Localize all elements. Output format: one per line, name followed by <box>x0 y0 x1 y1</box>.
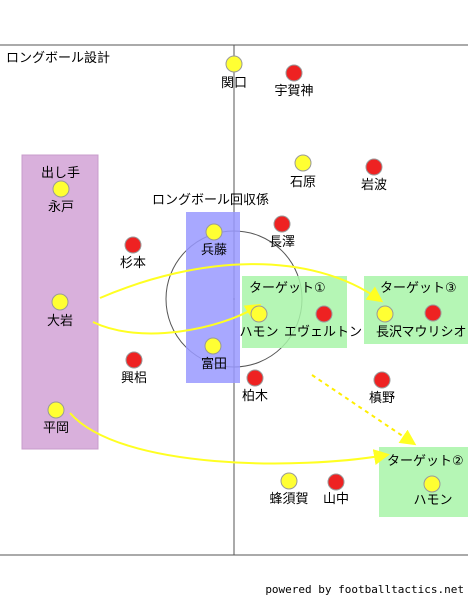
player-name: ハモン <box>239 325 278 340</box>
players: 関口 宇賀神 石原 岩波 永戸 兵藤 長澤 杉本 <box>43 55 467 508</box>
player-dot <box>285 64 303 82</box>
player-name: 長沢 <box>376 325 402 340</box>
zone-label-target1: ターゲット① <box>249 281 326 296</box>
player-koroki: 興梠 <box>121 351 147 386</box>
arrow-to-target3 <box>99 263 384 303</box>
player-ishihara: 石原 <box>290 154 316 190</box>
player-jamon-2: ハモン <box>413 475 453 508</box>
player-name: 槙野 <box>369 391 395 406</box>
player-dot <box>273 215 291 233</box>
player-ugajin: 宇賀神 <box>274 64 314 99</box>
player-name: 関口 <box>221 76 247 91</box>
player-sugimoto: 杉本 <box>120 236 146 271</box>
player-hyodo: 兵藤 <box>201 223 227 258</box>
player-name: 興梠 <box>121 371 147 386</box>
player-dot <box>365 158 383 176</box>
player-name: 平岡 <box>43 421 69 436</box>
player-dot <box>424 304 442 322</box>
player-dot <box>52 180 70 198</box>
player-name: 長澤 <box>269 235 295 250</box>
player-dot <box>125 351 143 369</box>
player-name: 蜂須賀 <box>269 492 308 507</box>
zone-label-receive: ロングボール回収係 <box>152 193 269 208</box>
player-name: エヴェルトン <box>284 324 362 340</box>
player-name: 富田 <box>201 356 227 372</box>
player-yamanaka: 山中 <box>323 473 349 507</box>
player-hiraoka: 平岡 <box>43 401 69 436</box>
player-dot <box>315 305 333 323</box>
player-dot <box>205 223 223 241</box>
zone-label-target2: ターゲット② <box>387 454 464 469</box>
player-name: 兵藤 <box>201 243 227 258</box>
player-dot <box>250 305 268 323</box>
player-name: 大岩 <box>47 314 73 329</box>
player-dot <box>204 337 222 355</box>
arrow-dashed-to-target2 <box>311 374 417 446</box>
player-name: 杉本 <box>120 256 146 271</box>
player-kashiwagi: 柏木 <box>242 369 268 404</box>
arrow-back-receive <box>92 303 262 335</box>
player-name: ハモン <box>413 493 452 508</box>
zone-target2 <box>379 447 468 517</box>
player-name: 岩波 <box>361 178 387 193</box>
player-mauricio: マウリシオ <box>401 304 467 340</box>
player-dot <box>124 236 142 254</box>
player-iwanami: 岩波 <box>361 158 387 193</box>
player-dot <box>294 154 312 172</box>
player-dot <box>47 401 65 419</box>
player-dot <box>280 472 298 490</box>
player-nagasawa-red: 長澤 <box>269 215 295 250</box>
player-dot <box>225 55 243 73</box>
player-nagato: 永戸 <box>48 180 74 215</box>
player-dot <box>373 371 391 389</box>
player-name: 宇賀神 <box>274 84 313 99</box>
zone-origin <box>21 154 99 450</box>
zone-label-origin: 出し手 <box>41 166 80 181</box>
player-nagasawa-yellow: 長沢 <box>376 305 402 340</box>
pass-arrows <box>69 263 417 465</box>
zone-label-target3: ターゲット③ <box>380 281 457 296</box>
player-everton: エヴェルトン <box>284 305 362 340</box>
board-title: ロングボール設計 <box>6 50 110 66</box>
player-name: 柏木 <box>242 389 268 404</box>
player-tomita: 富田 <box>201 337 227 372</box>
arrow-to-target2 <box>69 412 390 465</box>
player-makino: 槙野 <box>369 371 395 406</box>
player-jamon-1: ハモン <box>239 305 279 340</box>
player-name: マウリシオ <box>401 325 466 340</box>
player-dot <box>423 475 441 493</box>
player-name: 石原 <box>290 175 316 190</box>
player-name: 永戸 <box>48 200 74 215</box>
player-sekiguchi: 関口 <box>221 55 247 91</box>
player-dot <box>246 369 264 387</box>
player-dot <box>376 305 394 323</box>
player-hachisuka: 蜂須賀 <box>269 472 309 507</box>
credit-text: powered by footballtactics.net <box>265 583 464 596</box>
player-dot <box>327 473 345 491</box>
player-name: 山中 <box>323 492 349 507</box>
player-oiwa: 大岩 <box>47 293 73 329</box>
player-dot <box>51 293 69 311</box>
